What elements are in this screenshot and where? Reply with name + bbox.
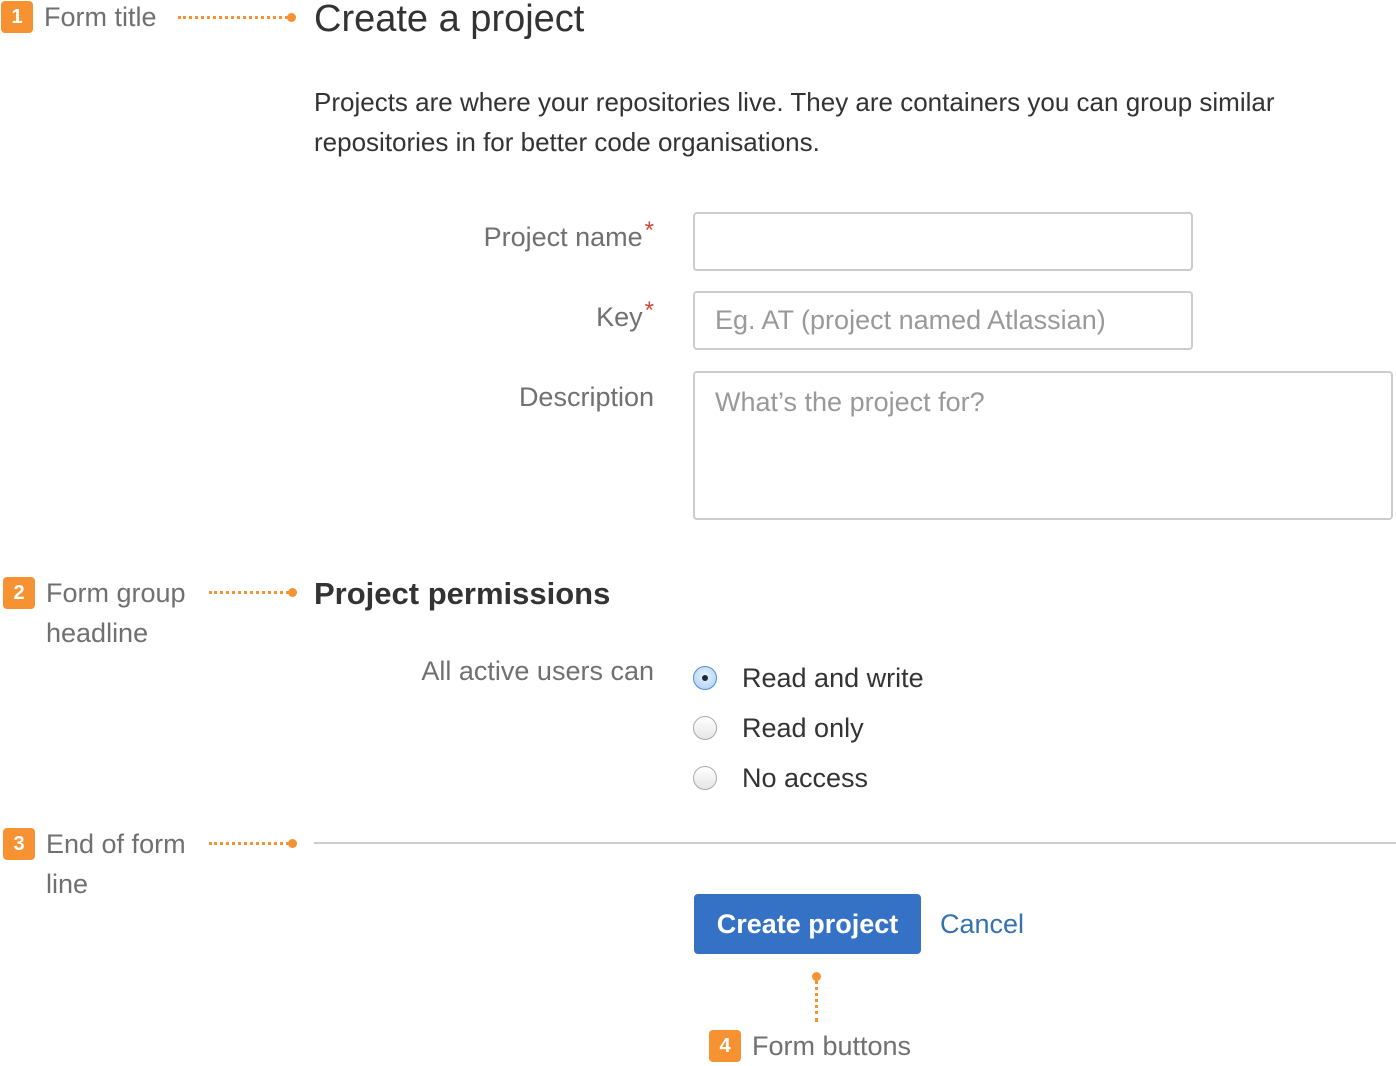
annotation-connector-dot-4: [812, 972, 821, 981]
radio-option-read-only[interactable]: Read only: [693, 708, 864, 748]
project-permissions-headline: Project permissions: [314, 576, 611, 611]
annotation-label-end-of-form-line2: line: [46, 869, 89, 899]
annotation-label-form-group-headline-line2: headline: [46, 618, 149, 648]
form-description: Projects are where your repositories liv…: [314, 87, 1275, 157]
permissions-label: All active users can: [421, 656, 654, 686]
radio-label-no-access[interactable]: No access: [742, 762, 869, 793]
annotation-connector-2: [209, 591, 289, 594]
radio-option-no-access[interactable]: No access: [693, 758, 868, 798]
annotation-label-form-group-headline-line1: Form group: [46, 578, 186, 608]
annotation-badge-4: 4: [709, 1030, 741, 1062]
radio-label-read-and-write[interactable]: Read and write: [742, 662, 924, 693]
radio-button[interactable]: [693, 716, 717, 740]
annotation-connector-1: [178, 16, 288, 19]
annotation-connector-3: [209, 842, 289, 845]
project-name-input[interactable]: [693, 212, 1193, 271]
description-label-text: Description: [518, 382, 654, 412]
end-of-form-divider: [314, 842, 1396, 844]
annotation-connector-4: [815, 980, 818, 1022]
required-marker: *: [644, 297, 654, 324]
cancel-link[interactable]: Cancel: [940, 909, 1025, 939]
key-input[interactable]: [693, 291, 1193, 350]
create-project-button[interactable]: Create project: [694, 894, 921, 954]
radio-label-read-only[interactable]: Read only: [742, 712, 864, 743]
project-name-label-text: Project name: [483, 222, 643, 252]
annotation-badge-2: 2: [3, 577, 35, 609]
annotation-badge-1: 1: [1, 1, 33, 33]
annotation-connector-dot-3: [288, 839, 297, 848]
annotation-label-form-buttons: Form buttons: [752, 1031, 912, 1061]
annotation-connector-dot-1: [287, 13, 296, 22]
key-label-text: Key: [596, 302, 643, 332]
required-marker: *: [644, 217, 654, 244]
annotation-connector-dot-2: [288, 588, 297, 597]
radio-button-checked[interactable]: [693, 666, 717, 690]
annotation-label-form-title: Form title: [44, 2, 157, 32]
key-label: Key*: [596, 297, 654, 333]
description-textarea[interactable]: [693, 371, 1393, 520]
form-title: Create a project: [314, 0, 585, 40]
radio-option-read-and-write[interactable]: Read and write: [693, 658, 924, 698]
annotation-label-end-of-form-line1: End of form: [46, 829, 186, 859]
description-label: Description: [519, 382, 654, 413]
project-name-label: Project name*: [483, 217, 654, 253]
radio-button[interactable]: [693, 766, 717, 790]
annotation-badge-3: 3: [3, 828, 35, 860]
